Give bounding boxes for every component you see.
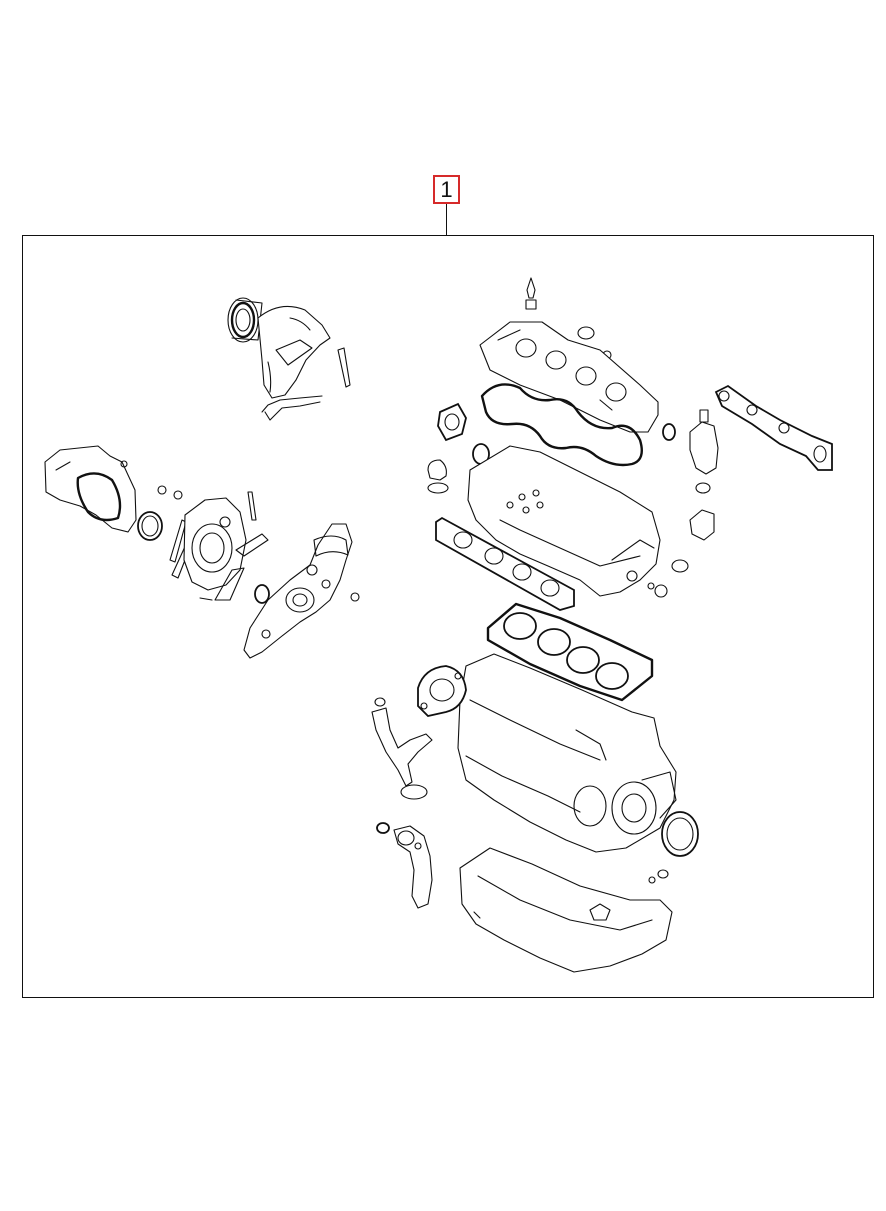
crankshaft-seal[interactable] [227, 297, 263, 343]
rear-oil-seal[interactable] [648, 811, 699, 884]
parts-frame [22, 235, 874, 998]
part-callout-1[interactable]: 1 [433, 175, 460, 204]
egr-valve[interactable] [662, 409, 719, 573]
callout-leader-line [446, 204, 447, 235]
thermostat-housing[interactable] [376, 822, 433, 909]
valve-cover-gasket[interactable] [480, 383, 643, 467]
front-case-gasket[interactable] [137, 485, 193, 579]
head-gasket[interactable] [486, 602, 654, 702]
exhaust-manifold-gasket[interactable] [427, 402, 490, 494]
cylinder-head[interactable] [467, 445, 668, 598]
intake-manifold-gasket[interactable] [435, 516, 575, 611]
breather-fitting[interactable] [525, 277, 612, 360]
valve-cover[interactable] [479, 321, 659, 433]
egr-pipe-gasket[interactable] [714, 384, 833, 471]
oil-pump-housing[interactable] [243, 523, 360, 659]
oil-pump-cover[interactable] [183, 491, 270, 604]
oil-pan[interactable] [459, 847, 673, 973]
water-pump-gasket[interactable] [417, 665, 467, 717]
cylinder-block[interactable] [457, 653, 677, 853]
timing-belt-cover-upper[interactable] [257, 305, 351, 421]
timing-belt-cover-lower[interactable] [44, 445, 137, 533]
water-inlet-pipe[interactable] [371, 697, 433, 800]
